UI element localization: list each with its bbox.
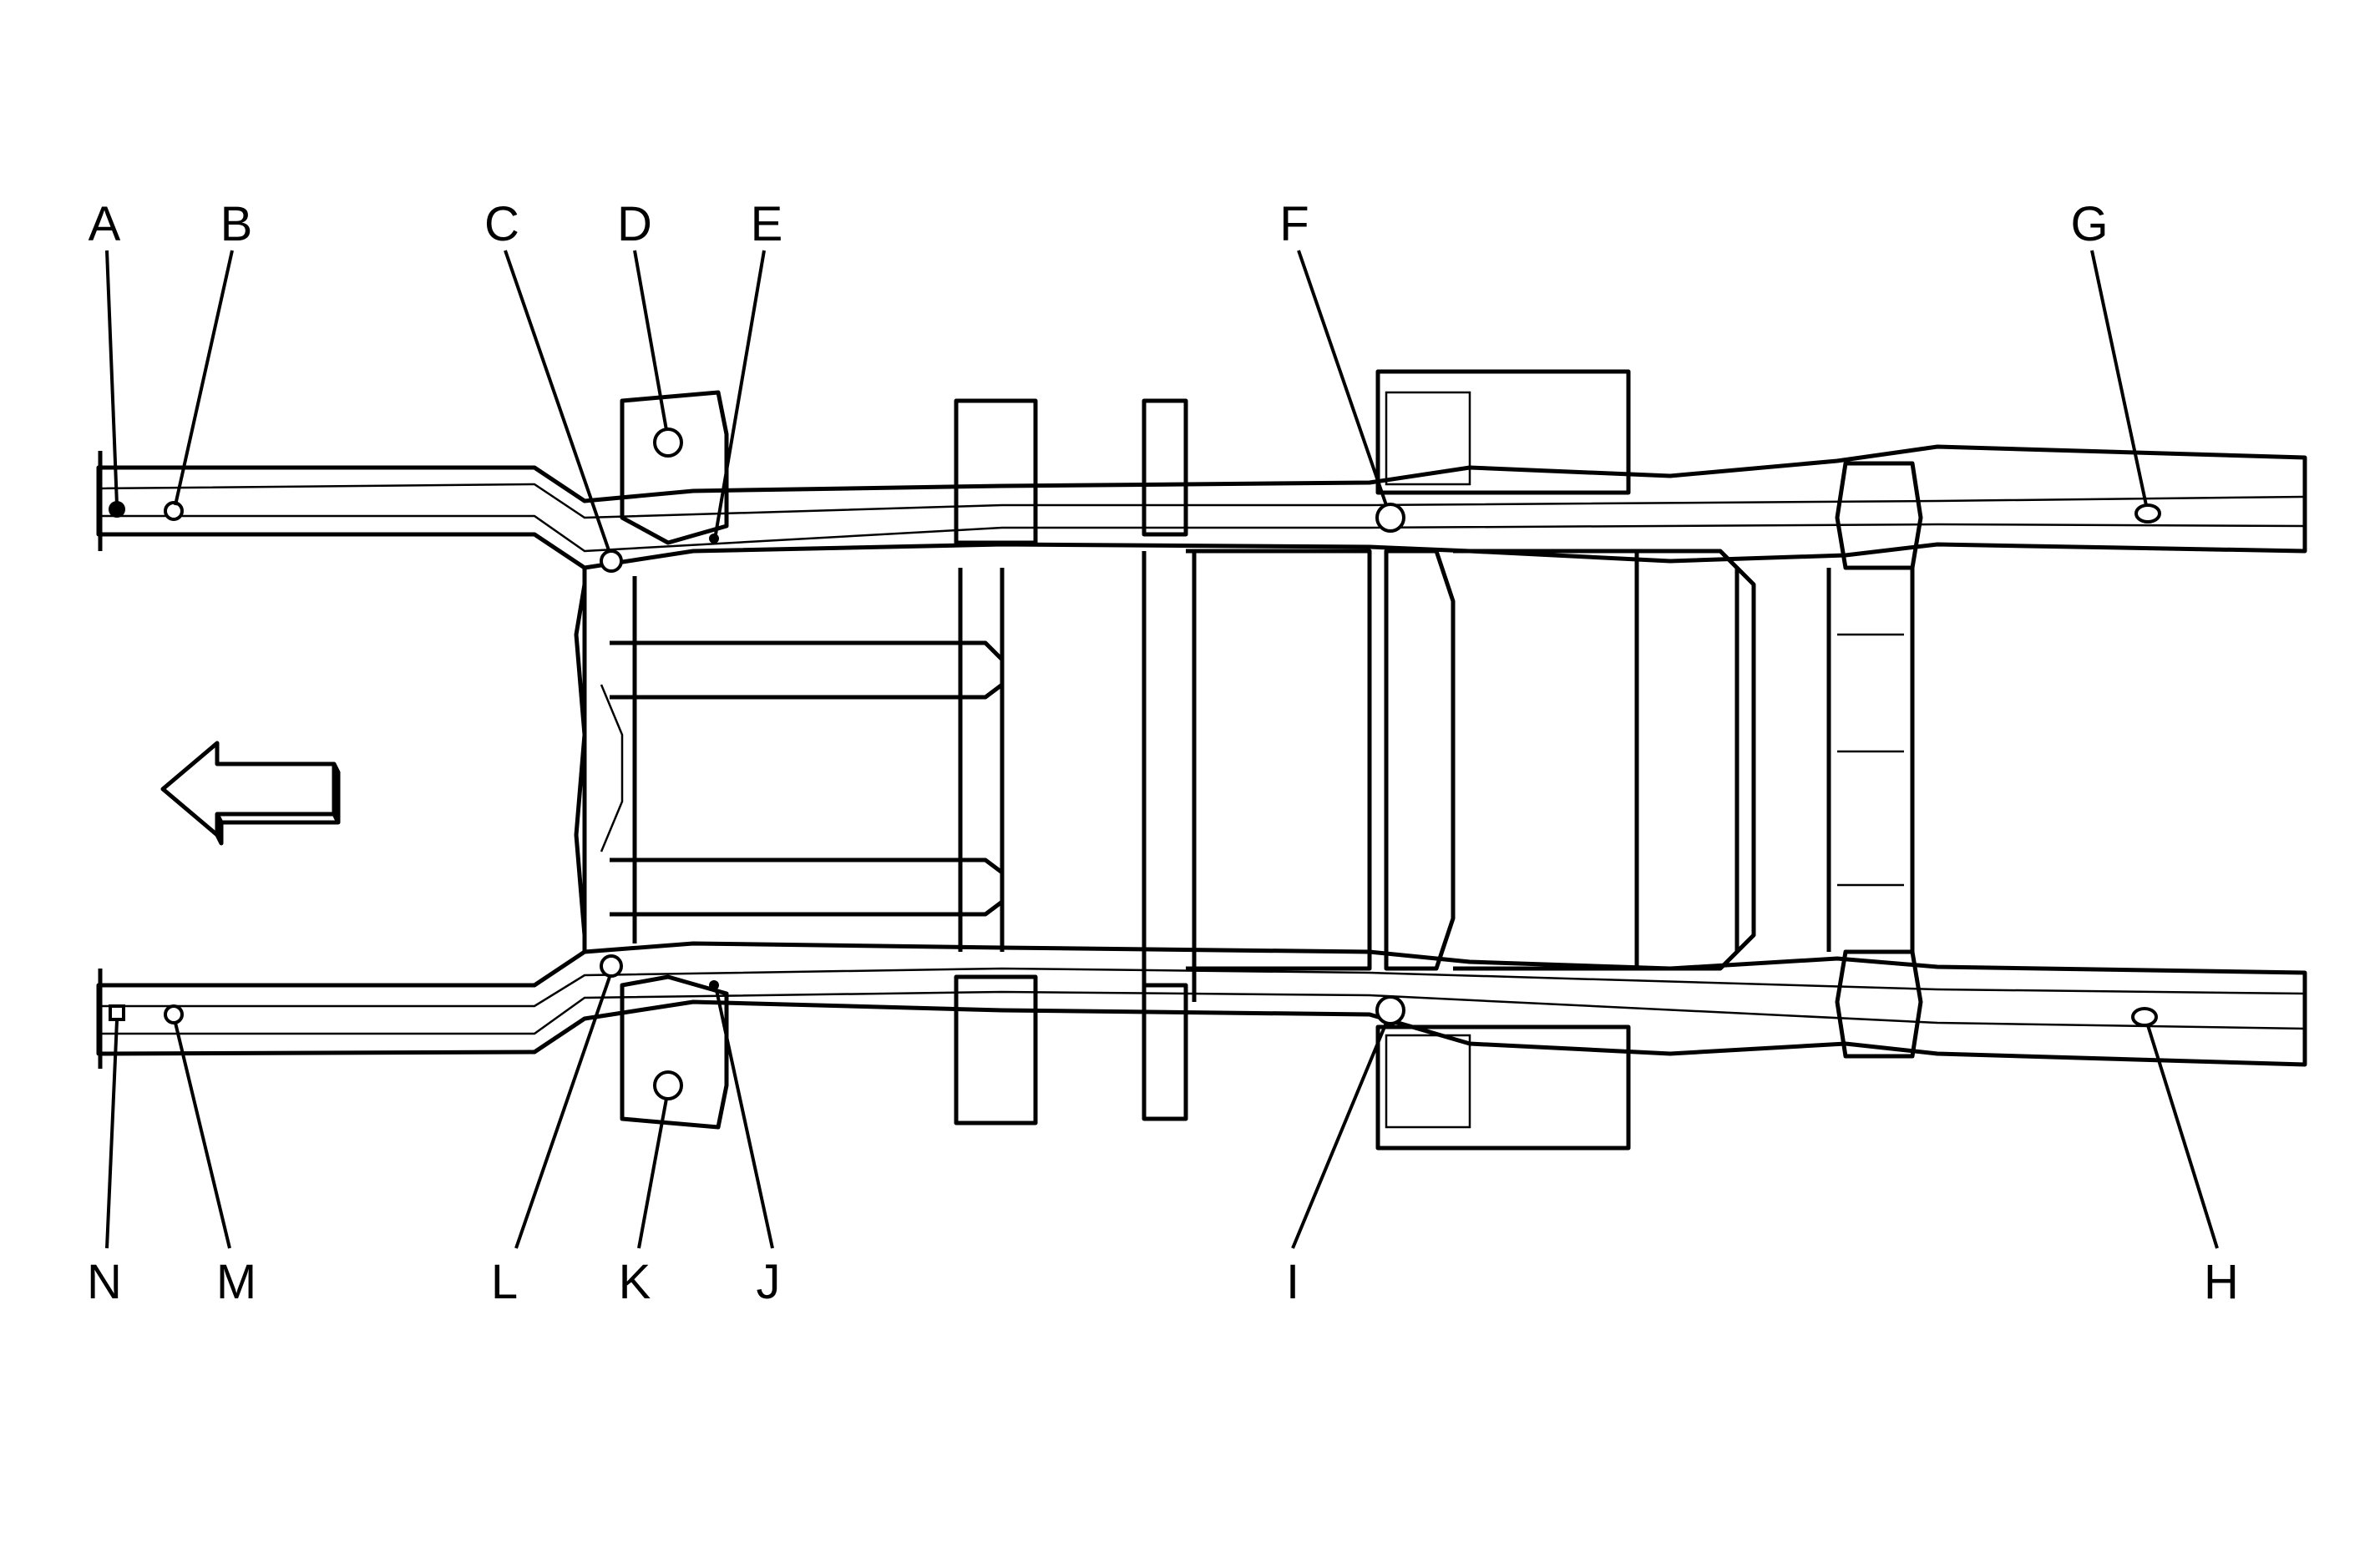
point-g bbox=[2134, 503, 2161, 524]
point-k bbox=[653, 1070, 683, 1100]
callout-i: I bbox=[1286, 1255, 1299, 1309]
callout-labels: A B C D E F G H I J K L M N bbox=[87, 197, 2239, 1309]
crossmembers bbox=[582, 549, 1915, 1002]
point-l bbox=[600, 954, 623, 978]
leader-g bbox=[2090, 250, 2148, 506]
point-h bbox=[2131, 1007, 2158, 1027]
callout-m: M bbox=[216, 1255, 256, 1309]
point-e bbox=[709, 534, 719, 544]
leader-d bbox=[633, 250, 668, 431]
leader-k bbox=[637, 1098, 668, 1249]
point-n bbox=[109, 1004, 125, 1021]
lower-frame-rail bbox=[96, 941, 2307, 1067]
point-i bbox=[1375, 995, 1405, 1025]
point-b bbox=[164, 501, 184, 521]
leader-a bbox=[105, 250, 119, 506]
point-j bbox=[709, 980, 719, 990]
leader-n bbox=[105, 1019, 119, 1249]
callout-l: L bbox=[491, 1255, 518, 1309]
callout-e: E bbox=[751, 197, 783, 251]
leader-f bbox=[1297, 250, 1388, 506]
upper-mounts bbox=[620, 369, 1923, 570]
callout-b: B bbox=[220, 197, 253, 251]
callout-k: K bbox=[619, 1255, 651, 1309]
callout-c: C bbox=[484, 197, 519, 251]
callout-j: J bbox=[757, 1255, 781, 1309]
leader-i bbox=[1291, 1022, 1388, 1249]
point-f bbox=[1375, 503, 1405, 533]
upper-frame-rail bbox=[96, 444, 2307, 570]
callout-g: G bbox=[2070, 197, 2108, 251]
point-a bbox=[109, 501, 125, 518]
point-c bbox=[600, 549, 623, 573]
leader-e bbox=[714, 250, 766, 535]
leader-lines bbox=[105, 250, 2219, 1249]
leader-c bbox=[504, 250, 611, 554]
callout-h: H bbox=[2204, 1255, 2239, 1309]
leader-m bbox=[174, 1022, 231, 1249]
frame-drawing bbox=[96, 369, 2307, 1151]
callout-n: N bbox=[87, 1255, 122, 1309]
callout-d: D bbox=[617, 197, 652, 251]
callout-a: A bbox=[89, 197, 121, 251]
lower-mounts bbox=[620, 949, 1923, 1151]
leader-b bbox=[174, 250, 234, 506]
leader-j bbox=[715, 989, 774, 1249]
point-d bbox=[653, 427, 683, 458]
leader-l bbox=[514, 976, 611, 1249]
front-structure bbox=[98, 451, 624, 1069]
callout-f: F bbox=[1279, 197, 1309, 251]
point-m bbox=[164, 1004, 184, 1024]
leader-h bbox=[2146, 1024, 2219, 1249]
measurement-points bbox=[109, 427, 2161, 1100]
arrow-left-icon bbox=[160, 741, 341, 846]
